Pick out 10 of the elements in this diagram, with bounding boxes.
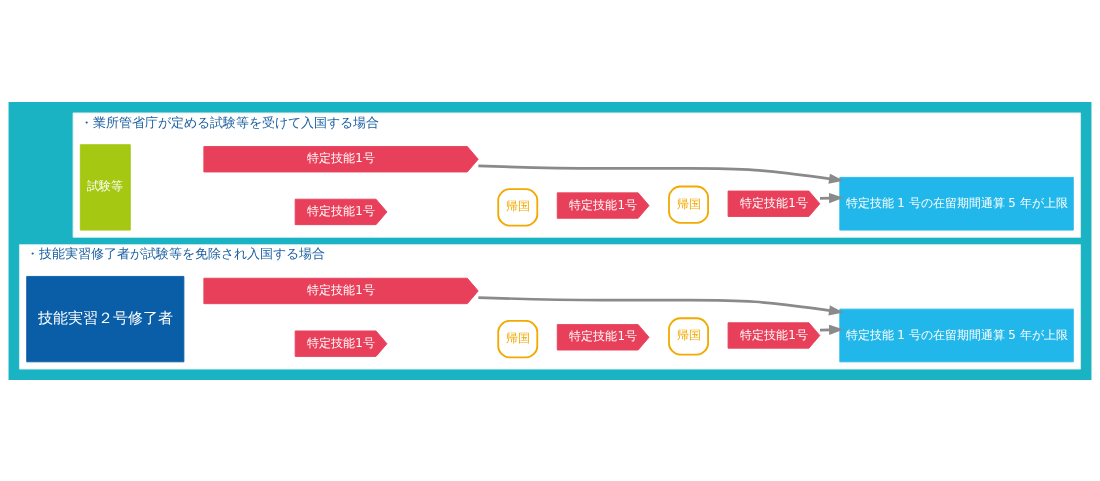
arrow (478, 163, 844, 184)
node-box: 特定技能 1 号の在留期間通算 5 年が上限 (839, 308, 1074, 362)
node-box: 帰国 (497, 187, 539, 226)
arrow (478, 295, 844, 315)
node-box: 技能実習２号修了者 (26, 275, 185, 362)
node-box: 帰国 (668, 316, 709, 355)
node-box: 特定技能 1 号の在留期間通算 5 年が上限 (839, 176, 1074, 231)
node-box: 帰国 (497, 319, 539, 358)
node-box: 試験等 (79, 143, 131, 231)
node-box: 帰国 (668, 185, 709, 224)
